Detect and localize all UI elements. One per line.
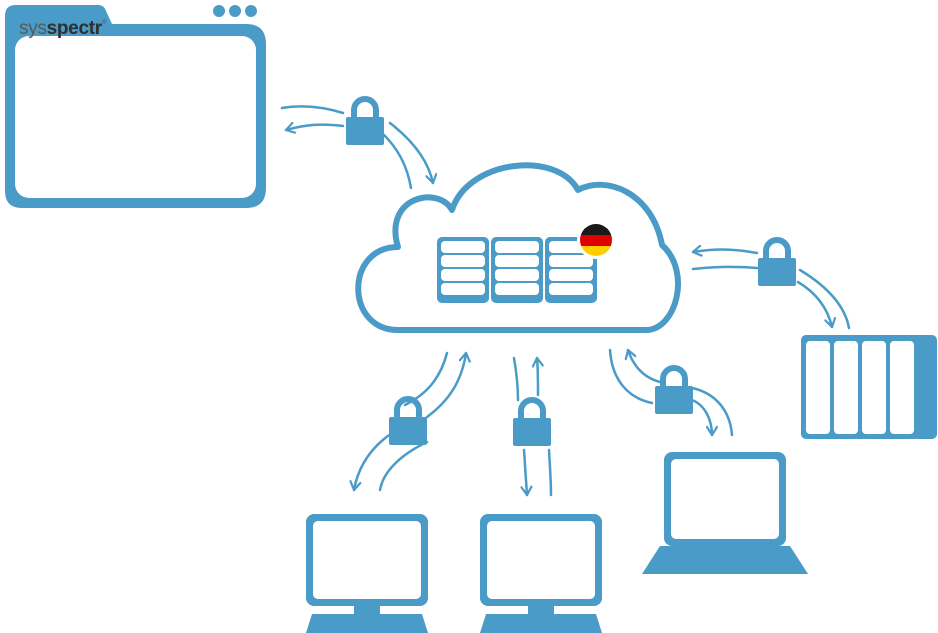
- germany-flag-icon: [577, 221, 615, 259]
- nas-storage-icon: [801, 335, 937, 439]
- sync-arrows-window: [280, 105, 433, 190]
- desktop-monitor-icon: [480, 514, 602, 633]
- sync-arrows-laptop: [608, 348, 734, 437]
- app-window-icon: sysspectr®: [5, 5, 266, 208]
- desktop-monitor-icon: [306, 514, 428, 633]
- window-dot-1: [213, 5, 225, 17]
- sync-arrows-monitor-center: [512, 356, 553, 497]
- server-rack-icon: [491, 237, 543, 303]
- padlock-icon: [655, 368, 693, 414]
- window-dot-2: [229, 5, 241, 17]
- sync-arrows-nas: [691, 250, 851, 330]
- padlock-icon: [389, 399, 427, 445]
- padlock-icon: [758, 240, 796, 286]
- padlock-icon: [513, 400, 551, 446]
- padlock-icon: [346, 99, 384, 145]
- laptop-icon: [642, 452, 808, 574]
- window-dot-3: [245, 5, 257, 17]
- brand-logo: sysspectr®: [19, 18, 107, 39]
- server-rack-icon: [437, 237, 489, 303]
